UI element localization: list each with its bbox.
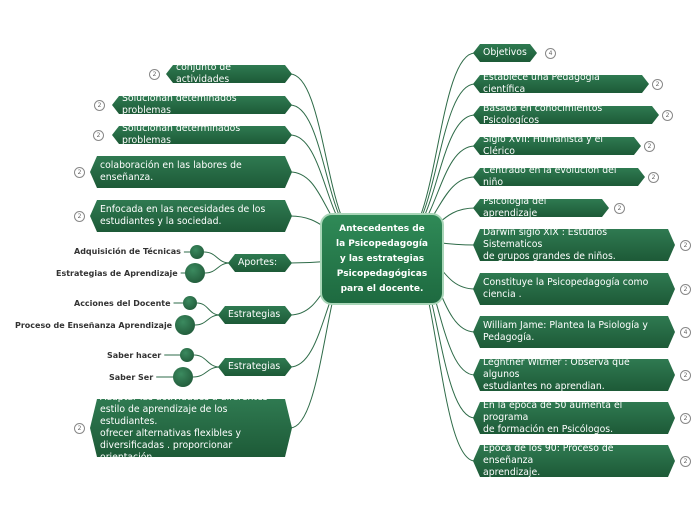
branch-left-4[interactable]: Enfocada en las necesidades de los estud… (90, 200, 292, 232)
sub-topic-dot[interactable] (183, 296, 197, 310)
badge-right-7[interactable]: 2 (680, 284, 691, 295)
branch-right-7[interactable]: Constituye la Psicopedagogía como cienci… (473, 273, 675, 305)
branch-right-1[interactable]: Establece una Pedagogía científica (473, 75, 649, 93)
branch-left-5[interactable]: Adaptar las actividades a diferentes est… (90, 399, 292, 457)
badge-right-11[interactable]: 2 (680, 456, 691, 467)
badge-left-0[interactable]: 2 (149, 69, 160, 80)
badge-left-5[interactable]: 2 (74, 423, 85, 434)
branch-right-10[interactable]: En la epoca de 50 aumenta el programa de… (473, 402, 675, 434)
branch-right-3[interactable]: Siglo XVII: Humanista y el Clérico (473, 137, 641, 155)
branch-right-0[interactable]: Objetivos (473, 44, 537, 62)
branch-right-8[interactable]: William Jame: Plantea la Psiología y Ped… (473, 316, 675, 348)
sub-topic-dot[interactable] (173, 367, 193, 387)
sub-topic-label: Saber Ser (109, 373, 154, 382)
connector-group-0-sub-1 (204, 262, 231, 274)
branch-right-5[interactable]: Psicología del aprendizaje (473, 199, 609, 217)
connector-group-1-sub-0 (196, 302, 221, 316)
branch-right-2[interactable]: Basada en conocimientos Psicologícos (473, 106, 659, 124)
badge-left-1[interactable]: 2 (94, 100, 105, 111)
badge-left-2[interactable]: 2 (93, 130, 104, 141)
badge-right-5[interactable]: 2 (614, 203, 625, 214)
central-topic[interactable]: Antecedentes de la Psicopedagogía y las … (320, 213, 444, 305)
sub-topic-label: Proceso de Enseñanza Aprendizaje (15, 321, 173, 330)
group-0[interactable]: Aportes: (228, 254, 292, 272)
badge-right-3[interactable]: 2 (644, 141, 655, 152)
sub-topic-label: Adquisición de Técnicas (74, 247, 181, 256)
badge-left-3[interactable]: 2 (74, 167, 85, 178)
branch-right-9[interactable]: Leghtner Witmer : Observa que algunos es… (473, 359, 675, 391)
branch-left-3[interactable]: colaboración en las labores de enseñanza… (90, 156, 292, 188)
sub-topic-dot[interactable] (185, 263, 205, 283)
branch-right-6[interactable]: Darwin siglo XIX : Estudios Sistematicos… (473, 229, 675, 261)
connector-right-0 (399, 52, 476, 241)
badge-left-4[interactable]: 2 (74, 211, 85, 222)
connector-group-0-sub-0 (203, 251, 231, 264)
connector-group-2-sub-1 (192, 366, 221, 378)
sub-topic-label: Saber hacer (107, 351, 162, 360)
badge-right-8[interactable]: 4 (680, 327, 691, 338)
sub-topic-dot[interactable] (180, 348, 194, 362)
sub-topic-label: Estrategias de Aprendizaje (56, 269, 178, 278)
group-2[interactable]: Estrategias (218, 358, 292, 376)
group-1[interactable]: Estrategias (218, 306, 292, 324)
badge-right-9[interactable]: 2 (680, 370, 691, 381)
connector-group-1-sub-1 (194, 314, 221, 326)
sub-topic-dot[interactable] (175, 315, 195, 335)
badge-right-0[interactable]: 4 (545, 48, 556, 59)
badge-right-6[interactable]: 2 (680, 240, 691, 251)
branch-right-11[interactable]: Epoca de los 90: Proceso de enseñanza ap… (473, 445, 675, 477)
branch-left-1[interactable]: Solucionan deteminados problemas (112, 96, 292, 114)
branch-left-0[interactable]: conjunto de actividades (166, 65, 292, 83)
badge-right-2[interactable]: 2 (662, 110, 673, 121)
connector-group-2-sub-0 (193, 354, 221, 368)
branch-right-4[interactable]: Centrado en la evolución del niño (473, 168, 645, 186)
sub-topic-label: Acciones del Docente (74, 299, 171, 308)
badge-right-1[interactable]: 2 (652, 79, 663, 90)
branch-left-2[interactable]: Solucionan determinados problemas (112, 126, 292, 144)
sub-topic-dot[interactable] (190, 245, 204, 259)
badge-right-10[interactable]: 2 (680, 413, 691, 424)
badge-right-4[interactable]: 2 (648, 172, 659, 183)
